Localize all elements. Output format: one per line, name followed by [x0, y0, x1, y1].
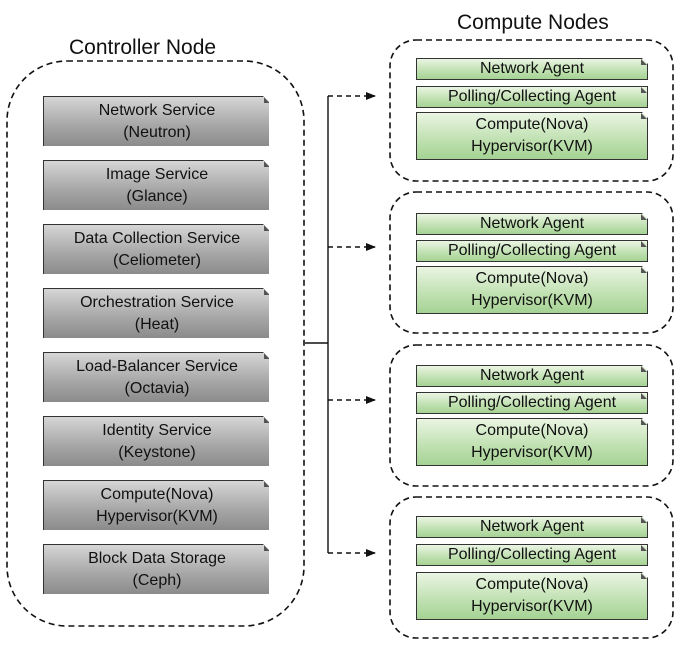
compute-hypervisor-box: Compute(Nova) Hypervisor(KVM) [416, 418, 648, 466]
controller-node-title: Controller Node [69, 36, 217, 59]
compute-hypervisor-box: Compute(Nova) Hypervisor(KVM) [416, 112, 648, 160]
network-agent-box: Network Agent [416, 213, 648, 235]
network-service-box: Network Service (Neutron) [43, 96, 269, 146]
connector-lines [305, 92, 376, 557]
data-collection-service-box: Data Collection Service (Celiometer) [43, 224, 269, 274]
orchestration-service-box: Orchestration Service (Heat) [43, 288, 269, 338]
network-agent-box: Network Agent [416, 58, 648, 80]
controller-node-boundary [6, 60, 305, 627]
polling-agent-box: Polling/Collecting Agent [416, 240, 648, 262]
network-agent-box: Network Agent [416, 365, 648, 387]
load-balancer-service-box: Load-Balancer Service (Octavia) [43, 352, 269, 402]
identity-service-box: Identity Service (Keystone) [43, 416, 269, 466]
polling-agent-box: Polling/Collecting Agent [416, 544, 648, 566]
polling-agent-box: Polling/Collecting Agent [416, 86, 648, 108]
compute-node-boundary-1 [389, 39, 674, 182]
block-storage-box: Block Data Storage (Ceph) [43, 544, 269, 594]
network-agent-box: Network Agent [416, 516, 648, 538]
compute-hypervisor-box: Compute(Nova) Hypervisor(KVM) [416, 572, 648, 620]
controller-compute-box: Compute(Nova) Hypervisor(KVM) [43, 480, 269, 530]
image-service-box: Image Service (Glance) [43, 160, 269, 210]
compute-node-boundary-3 [389, 344, 674, 487]
compute-hypervisor-box: Compute(Nova) Hypervisor(KVM) [416, 266, 648, 314]
compute-nodes-title: Compute Nodes [457, 11, 609, 34]
polling-agent-box: Polling/Collecting Agent [416, 392, 648, 414]
compute-node-boundary-4 [389, 496, 674, 639]
compute-node-boundary-2 [389, 191, 674, 334]
